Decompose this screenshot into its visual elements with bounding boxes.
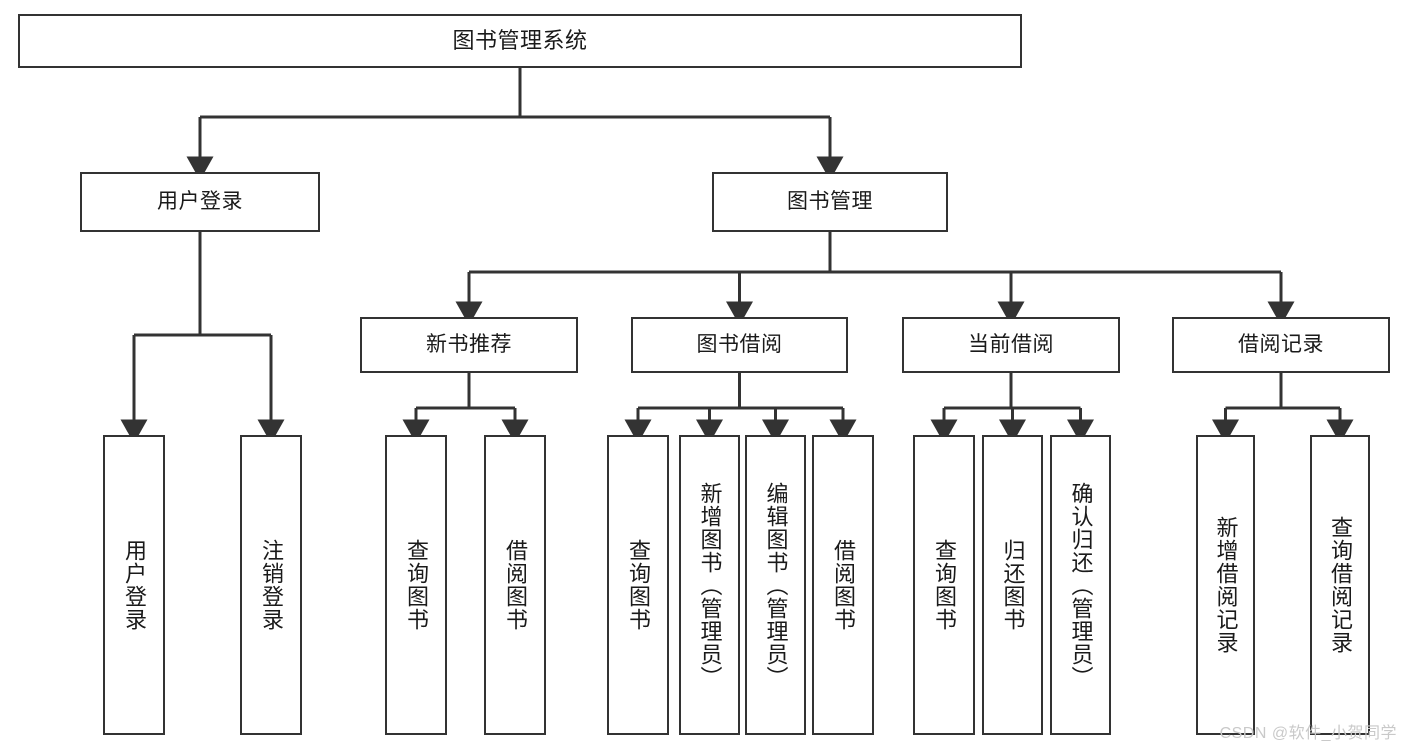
node-borrow-book-rec[interactable]: 借阅图书: [484, 435, 546, 735]
node-label: 确认归还（管理员）: [1068, 481, 1094, 689]
node-new-book-recommend[interactable]: 新书推荐: [360, 317, 578, 373]
node-label: 归还图书: [1000, 539, 1026, 631]
node-label: 查询图书: [625, 539, 651, 631]
node-confirm-return-admin[interactable]: 确认归还（管理员）: [1050, 435, 1111, 735]
node-return-book[interactable]: 归还图书: [982, 435, 1043, 735]
node-label: 图书管理: [787, 189, 873, 213]
node-label: 图书管理系统: [452, 28, 588, 54]
node-add-borrow-record[interactable]: 新增借阅记录: [1196, 435, 1255, 735]
node-label: 当前借阅: [968, 332, 1054, 356]
node-label: 借阅图书: [830, 539, 856, 631]
node-label: 注销登录: [258, 539, 284, 631]
node-query-book-borrow[interactable]: 查询图书: [607, 435, 669, 735]
node-label: 新增图书（管理员）: [697, 481, 723, 689]
node-label: 用户登录: [157, 189, 243, 213]
node-label: 借阅记录: [1238, 332, 1324, 356]
node-borrow-record[interactable]: 借阅记录: [1172, 317, 1390, 373]
node-query-borrow-record[interactable]: 查询借阅记录: [1310, 435, 1370, 735]
node-label: 图书借阅: [696, 332, 783, 356]
node-user-login-leaf[interactable]: 用户登录: [103, 435, 165, 735]
node-book-borrow[interactable]: 图书借阅: [631, 317, 848, 373]
node-borrow-book-borrow[interactable]: 借阅图书: [812, 435, 874, 735]
node-book-manage[interactable]: 图书管理: [712, 172, 948, 232]
node-user-login[interactable]: 用户登录: [80, 172, 320, 232]
node-edit-book-admin[interactable]: 编辑图书（管理员）: [745, 435, 806, 735]
node-logout-leaf[interactable]: 注销登录: [240, 435, 302, 735]
node-query-book-rec[interactable]: 查询图书: [385, 435, 447, 735]
node-label: 借阅图书: [502, 539, 528, 631]
node-label: 查询借阅记录: [1327, 516, 1353, 654]
node-label: 用户登录: [121, 539, 147, 631]
node-query-book-current[interactable]: 查询图书: [913, 435, 975, 735]
node-label: 新增借阅记录: [1213, 516, 1239, 654]
node-root[interactable]: 图书管理系统: [18, 14, 1022, 68]
node-label: 新书推荐: [426, 332, 512, 356]
node-current-borrow[interactable]: 当前借阅: [902, 317, 1120, 373]
node-label: 编辑图书（管理员）: [763, 481, 789, 689]
node-label: 查询图书: [403, 539, 429, 631]
watermark: CSDN @软件_小贺同学: [1219, 725, 1397, 742]
node-label: 查询图书: [931, 539, 957, 631]
node-add-book-admin[interactable]: 新增图书（管理员）: [679, 435, 740, 735]
